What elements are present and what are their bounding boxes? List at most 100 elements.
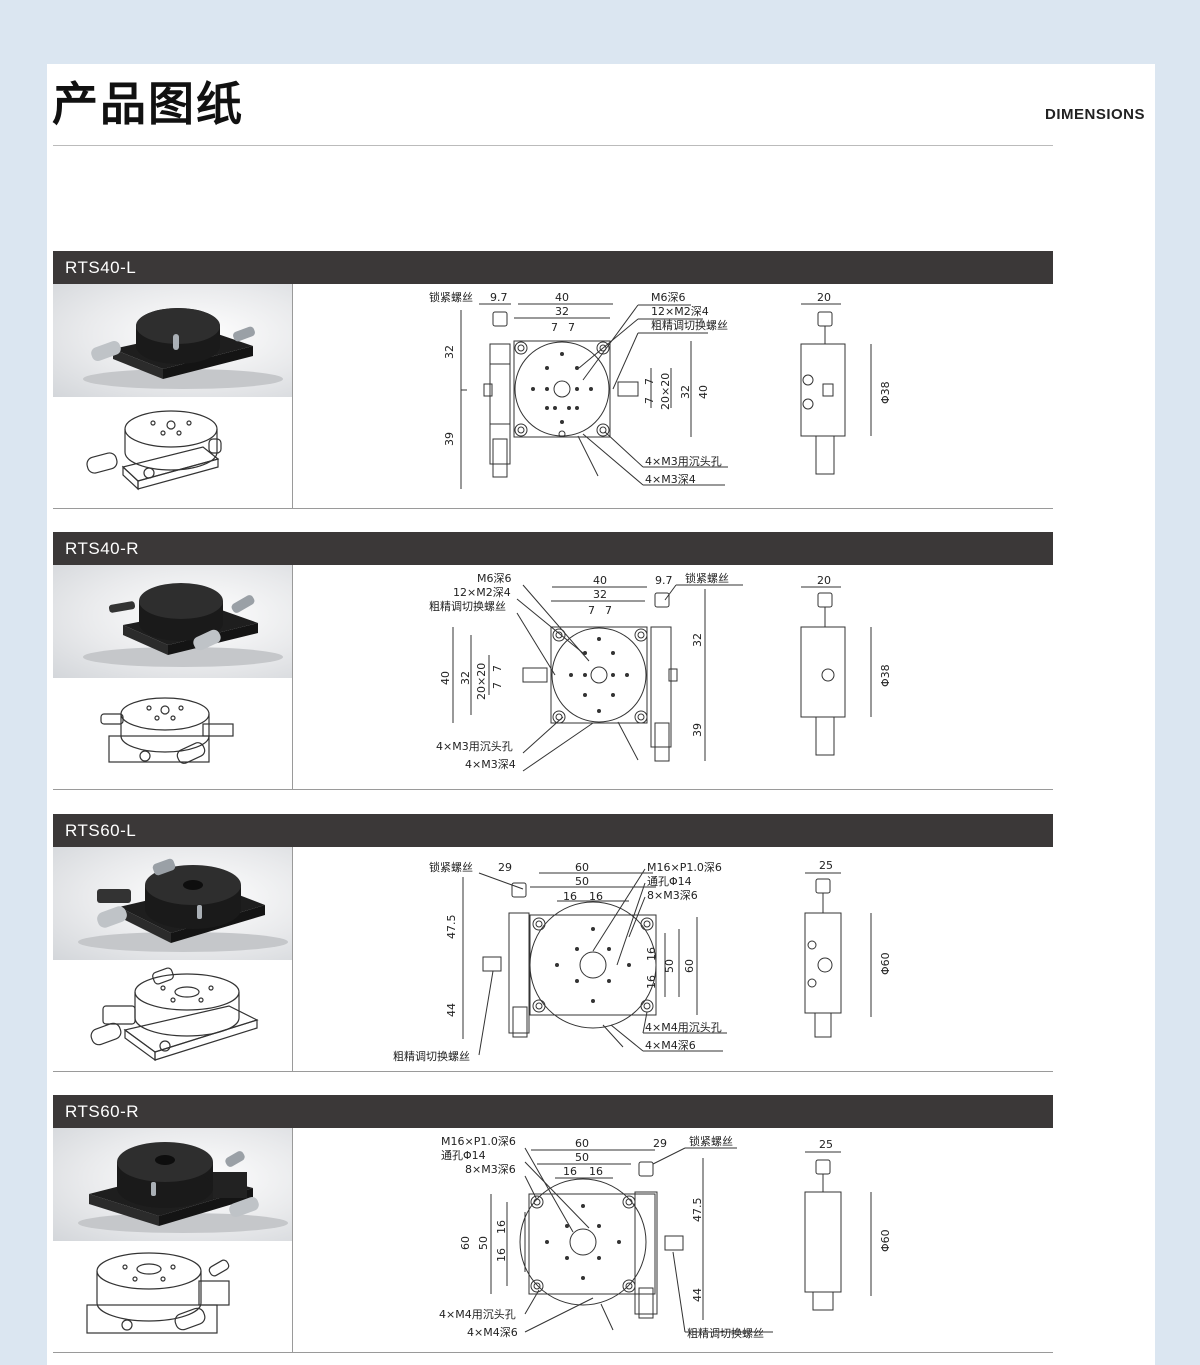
label-hole-sink: 4×M3用沉头孔 bbox=[436, 740, 513, 753]
label-adjust: 粗精调切换螺丝 bbox=[651, 318, 728, 332]
label-m6: M6深6 bbox=[651, 291, 686, 304]
product-photo bbox=[53, 565, 292, 678]
dim-label: Φ60 bbox=[879, 952, 892, 975]
dim-label: 39 bbox=[691, 723, 704, 737]
page-title: 产品图纸 bbox=[52, 77, 244, 131]
dimension-drawing: 锁紧螺丝 9.7 40 32 7 7 M6深6 12×M2深4 粗精调切换螺丝 … bbox=[293, 284, 1053, 508]
dim-label: 60 bbox=[459, 1236, 472, 1250]
product-header: RTS40-R bbox=[53, 532, 1053, 565]
label-hole-deep: 4×M3深4 bbox=[465, 758, 516, 771]
dim-label: 32 bbox=[555, 305, 569, 318]
dim-label: 16 bbox=[563, 890, 577, 903]
dim-label: 40 bbox=[697, 385, 710, 399]
label-m2: 12×M2深4 bbox=[651, 305, 709, 318]
dim-label: 25 bbox=[819, 1138, 833, 1151]
column-divider bbox=[292, 284, 293, 508]
label-through-hole: 通孔Φ14 bbox=[441, 1149, 486, 1162]
dim-label: 40 bbox=[439, 671, 452, 685]
label-m16: M16×P1.0深6 bbox=[647, 861, 722, 874]
dim-label: 29 bbox=[653, 1137, 667, 1150]
title-divider bbox=[53, 145, 1053, 146]
dim-label: 20 bbox=[817, 291, 831, 304]
label-m3: 8×M3深6 bbox=[465, 1163, 516, 1176]
product-header: RTS60-L bbox=[53, 814, 1053, 847]
dim-label: 32 bbox=[691, 633, 704, 647]
label-m16: M16×P1.0深6 bbox=[441, 1135, 516, 1148]
label-m6: M6深6 bbox=[477, 572, 512, 585]
product-name: RTS60-R bbox=[65, 1102, 140, 1121]
label-through-hole: 通孔Φ14 bbox=[647, 875, 692, 888]
dim-label: 7 bbox=[605, 604, 612, 617]
product-line-drawing bbox=[53, 397, 292, 508]
label-hole-sink: 4×M4用沉头孔 bbox=[645, 1021, 722, 1034]
dim-label: 9.7 bbox=[655, 574, 673, 587]
label-hole-deep: 4×M4深6 bbox=[467, 1326, 518, 1339]
dim-label: 7 bbox=[491, 665, 504, 672]
dim-label: Φ38 bbox=[879, 381, 892, 404]
dim-label: 60 bbox=[575, 1137, 589, 1150]
section-divider bbox=[53, 1352, 1053, 1353]
dim-label: 16 bbox=[563, 1165, 577, 1178]
product-line-drawing bbox=[53, 678, 292, 789]
product-photo bbox=[53, 1128, 292, 1241]
column-divider bbox=[292, 1128, 293, 1352]
dimension-drawing: M6深6 12×M2深4 粗精调切换螺丝 40 9.7 锁紧螺丝 32 7 7 … bbox=[293, 565, 1053, 789]
dim-label: Φ38 bbox=[879, 664, 892, 687]
dim-label: 16 bbox=[495, 1220, 508, 1234]
dim-label: 20 bbox=[817, 574, 831, 587]
dim-label: 50 bbox=[575, 875, 589, 888]
dim-label: 9.7 bbox=[490, 291, 508, 304]
dim-label: 50 bbox=[575, 1151, 589, 1164]
dim-label: 47.5 bbox=[445, 915, 458, 940]
dim-label: Φ60 bbox=[879, 1229, 892, 1252]
dim-label: 50 bbox=[477, 1236, 490, 1250]
section-divider bbox=[53, 789, 1053, 790]
dim-label: 16 bbox=[589, 1165, 603, 1178]
product-photo bbox=[53, 847, 292, 960]
section-divider bbox=[53, 1071, 1053, 1072]
dim-label: 32 bbox=[459, 671, 472, 685]
dim-label: 47.5 bbox=[691, 1198, 704, 1223]
product-name: RTS40-L bbox=[65, 258, 137, 277]
dim-label: 32 bbox=[593, 588, 607, 601]
dim-label: 20×20 bbox=[659, 373, 672, 410]
page-subtitle: DIMENSIONS bbox=[1044, 106, 1145, 123]
dim-label: 7 bbox=[588, 604, 595, 617]
dim-label: 39 bbox=[443, 432, 456, 446]
section-divider bbox=[53, 508, 1053, 509]
dim-label: 16 bbox=[645, 975, 658, 989]
product-header: RTS60-R bbox=[53, 1095, 1053, 1128]
dim-label: 32 bbox=[679, 385, 692, 399]
dim-label: 7 bbox=[643, 397, 656, 404]
dimension-drawing: 锁紧螺丝 29 60 50 16 16 M16×P1.0深6 通孔Φ14 8×M… bbox=[293, 847, 1053, 1071]
product-line-drawing bbox=[53, 960, 292, 1071]
dim-label: 25 bbox=[819, 859, 833, 872]
label-hole-sink: 4×M4用沉头孔 bbox=[439, 1308, 516, 1321]
label-hole-sink: 4×M3用沉头孔 bbox=[645, 455, 722, 468]
dim-label: 7 bbox=[568, 321, 575, 334]
dim-label: 44 bbox=[691, 1288, 704, 1302]
dim-label: 40 bbox=[555, 291, 569, 304]
label-lock-screw: 锁紧螺丝 bbox=[685, 571, 729, 585]
dim-label: 16 bbox=[645, 947, 658, 961]
label-adjust: 粗精调切换螺丝 bbox=[393, 1049, 470, 1063]
label-adjust: 粗精调切换螺丝 bbox=[687, 1326, 764, 1340]
column-divider bbox=[292, 565, 293, 789]
dimension-drawing: M16×P1.0深6 通孔Φ14 8×M3深6 60 29 锁紧螺丝 50 16… bbox=[293, 1128, 1053, 1352]
dim-label: 20×20 bbox=[475, 663, 488, 700]
product-section-rts40-l: RTS40-L bbox=[53, 251, 1053, 509]
product-section-rts40-r: RTS40-R bbox=[53, 532, 1053, 790]
product-header: RTS40-L bbox=[53, 251, 1053, 284]
product-photo bbox=[53, 284, 292, 397]
dim-label: 16 bbox=[589, 890, 603, 903]
label-m2: 12×M2深4 bbox=[453, 586, 511, 599]
product-section-rts60-r: RTS60-R bbox=[53, 1095, 1053, 1353]
product-name: RTS40-R bbox=[65, 539, 140, 558]
dim-label: 40 bbox=[593, 574, 607, 587]
column-divider bbox=[292, 847, 293, 1071]
product-line-drawing bbox=[53, 1241, 292, 1352]
dim-label: 50 bbox=[663, 959, 676, 973]
dim-label: 60 bbox=[575, 861, 589, 874]
product-name: RTS60-L bbox=[65, 821, 137, 840]
dim-label: 16 bbox=[495, 1248, 508, 1262]
